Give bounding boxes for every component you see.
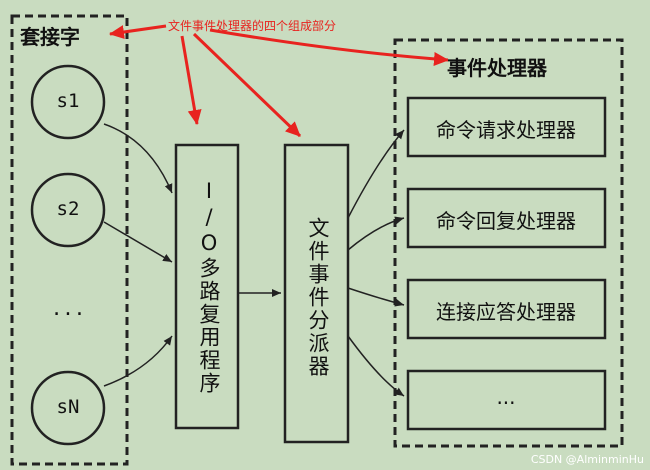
arrow-dispatcher-to-handler-2 [347,216,405,251]
annotation-text: 文件事件处理器的四个组成部分 [168,19,337,33]
io-multiplexer-label: I/O多路复用程序 [197,179,221,395]
arrow-s1-to-io [103,123,173,194]
sockets-group-box [10,14,129,466]
handler-box-4 [406,369,607,431]
handlers-group-label: 事件处理器 [447,56,547,80]
socket-label-sn: sN [56,396,80,418]
handler-label-1: 命令请求处理器 [436,118,576,142]
handler-label-2: 命令回复处理器 [436,209,576,233]
watermark: CSDN @AlminminHu [530,453,644,466]
socket-label-s1: s1 [56,90,80,112]
socket-circle-s1 [30,64,106,140]
arrow-dispatcher-to-handler-1 [347,129,405,219]
annotation-arrow-to-dispatcher [192,32,302,138]
arrow-s2-to-io [103,221,173,263]
sockets-group-label: 套接字 [20,25,80,49]
handler-label-4: ... [496,385,516,409]
handler-box-3 [406,278,607,340]
arrow-dispatcher-to-handler-4 [347,335,405,397]
annotation-arrow-to-io [180,35,202,125]
socket-circle-s2 [30,172,106,248]
arrow-sn-to-io [103,335,173,387]
socket-circle-sn [30,370,106,446]
dispatcher-box [283,143,350,444]
socket-label-s2: s2 [56,198,80,220]
annotation-arrow-to-handlers [209,28,449,66]
dispatcher-label: 文件事件分派器 [306,216,330,378]
socket-label-ellipsis: ... [50,298,86,320]
handler-box-1 [406,96,607,158]
handler-box-2 [406,187,607,249]
arrow-dispatcher-to-handler-3 [347,287,405,307]
handler-label-3: 连接应答处理器 [436,300,576,324]
io-multiplexer-box [174,143,240,430]
annotation-arrow-to-sockets [109,24,167,39]
handlers-group-box [393,38,624,448]
